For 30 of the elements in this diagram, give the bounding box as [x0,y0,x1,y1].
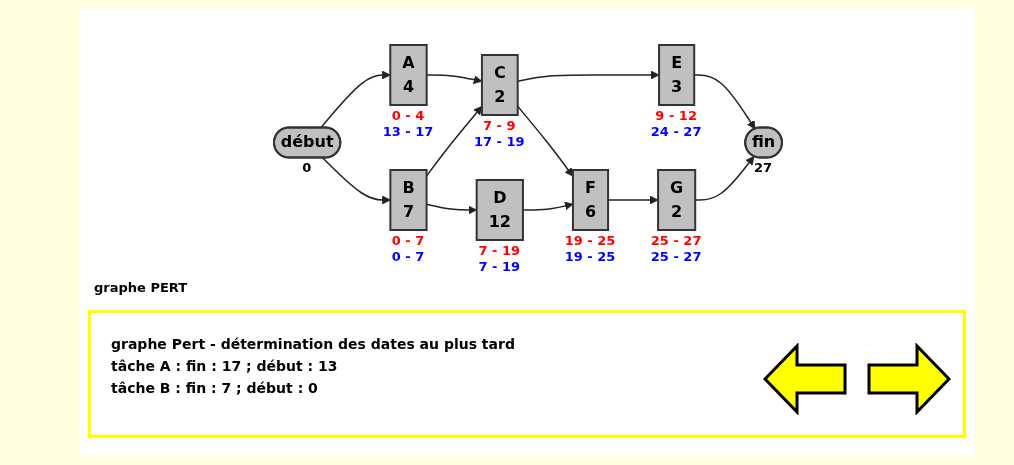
time-annotation: 7 - 19 [478,243,521,258]
time-annotation: 9 - 12 [655,108,697,123]
arrow [425,105,482,177]
time-annotation: 25 - 27 [650,249,702,264]
time-annotation: 7 - 19 [478,259,521,274]
time-annotation: 0 - 4 [391,108,425,123]
time-annotation: 24 - 27 [650,124,702,139]
time-annotation: 0 [302,160,312,176]
time-annotation: 19 - 25 [564,233,616,248]
time-annotation: 27 [754,160,773,176]
node-box: C 2 [480,54,519,116]
node-box: A 4 [388,44,428,106]
info-text-line: tâche A : fin : 17 ; début : 13 [111,357,339,376]
time-annotation: 25 - 27 [650,233,702,248]
info-text-line: tâche B : fin : 7 ; début : 0 [111,379,319,398]
node-box: E 3 [657,44,695,106]
arrow [694,156,754,201]
time-annotation: 17 - 19 [474,134,525,149]
time-annotation: 0 - 7 [391,233,425,248]
node-box: D 12 [475,179,524,241]
time-annotation: 7 - 9 [483,118,516,133]
graph-caption: graphe PERT [94,280,188,295]
node-box: F 6 [571,169,609,231]
time-annotation: 0 - 7 [391,249,425,264]
arrow [693,74,756,130]
node-box: G 2 [656,169,696,231]
info-text-line: graphe Pert - détermination des dates au plus tard [111,335,515,354]
time-annotation: 19 - 25 [564,249,616,264]
node-box: B 7 [388,169,428,231]
time-annotation: 13 - 17 [382,124,434,139]
